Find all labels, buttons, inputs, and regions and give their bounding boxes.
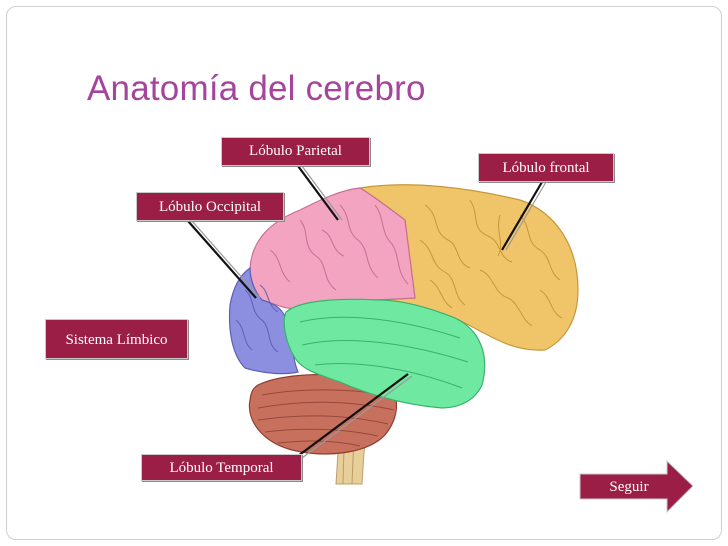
arrow-right-icon xyxy=(579,459,694,514)
pointer-line-occipital xyxy=(187,220,257,299)
label-lobulo-occipital[interactable]: Lóbulo Occipital xyxy=(136,192,284,221)
pointer-line-temporal xyxy=(297,373,409,457)
occipital-lobe xyxy=(228,266,299,375)
label-lobulo-parietal[interactable]: Lóbulo Parietal xyxy=(221,137,370,166)
pointer-line-parietal xyxy=(297,165,339,221)
label-lobulo-temporal[interactable]: Lóbulo Temporal xyxy=(141,454,302,481)
seguir-button[interactable]: Seguir xyxy=(579,459,695,514)
temporal-lobe xyxy=(283,298,486,409)
label-sistema-limbico[interactable]: Sistema Límbico xyxy=(45,319,188,359)
parietal-gyri xyxy=(269,204,409,291)
occipital-gyri xyxy=(235,284,279,353)
slide-title: Anatomía del cerebro xyxy=(87,69,426,108)
frontal-gyri xyxy=(419,199,563,327)
temporal-gyri xyxy=(299,316,469,389)
pointer-line-frontal xyxy=(501,181,543,251)
pointer-lines xyxy=(187,165,547,459)
label-lobulo-frontal[interactable]: Lóbulo frontal xyxy=(478,153,614,182)
seguir-label: Seguir xyxy=(609,479,649,495)
